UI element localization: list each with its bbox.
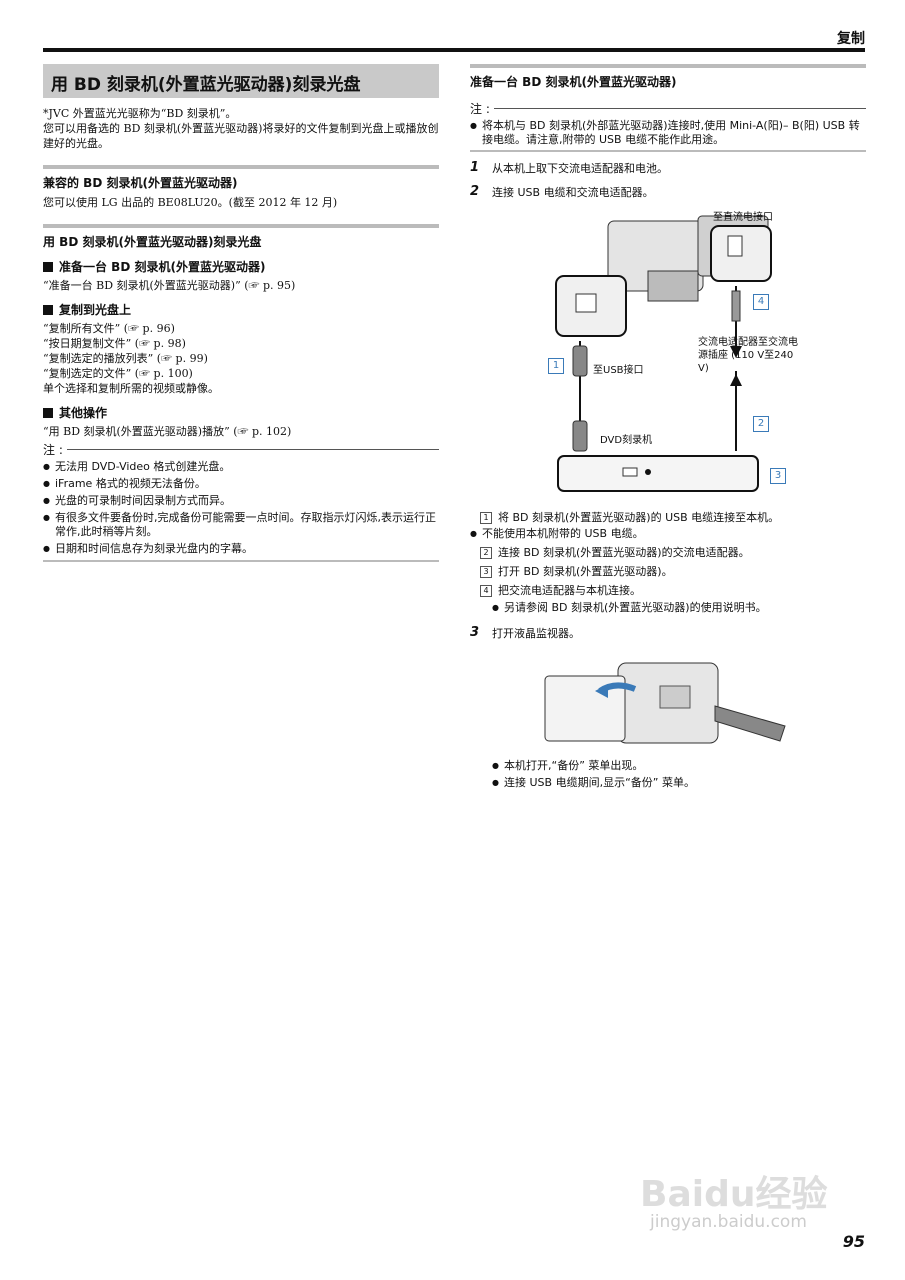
right-title: 准备一台 BD 刻录机(外置蓝光驱动器) [470, 64, 866, 94]
square-bullet-icon [43, 262, 53, 272]
list-item: 无法用 DVD-Video 格式创建光盘。 [43, 460, 439, 474]
page-number: 95 [842, 1232, 865, 1251]
callout-2: 2 [753, 416, 769, 432]
intro-line-1: *JVC 外置蓝光光驱称为“BD 刻录机”。 [43, 107, 237, 120]
diagram-illustration [555, 215, 772, 492]
list-item: 日期和时间信息存为刻录光盘内的字幕。 [43, 542, 439, 556]
dvd-writer-label: DVD刻录机 [600, 435, 653, 446]
right-note-list: 将本机与 BD 刻录机(外部蓝光驱动器)连接时,使用 Mini-A(阳)– B(… [470, 119, 866, 147]
other-subtitle: 其他操作 [43, 404, 439, 421]
intro-line-2: 您可以用备选的 BD 刻录机(外置蓝光驱动器)将录好的文件复制到光盘上或播放创建… [43, 122, 439, 150]
list-item: 光盘的可录制时间因录制方式而异。 [43, 494, 439, 508]
section-end-rule [43, 560, 439, 562]
usb-port-label: 至USB接口 [593, 365, 644, 376]
prep-ref-link[interactable]: “准备一台 BD 刻录机(外置蓝光驱动器)” (☞ p. 95) [43, 279, 296, 292]
copy-subtitle: 复制到光盘上 [43, 301, 439, 318]
list-item: 连接 USB 电缆期间,显示“备份” 菜单。 [492, 776, 866, 790]
list-item: 有很多文件要备份时,完成备份可能需要一点时间。存取指示灯闪烁,表示运行正常作,此… [43, 511, 439, 539]
copy-ref-link[interactable]: “复制选定的播放列表” (☞ p. 99) [43, 352, 208, 365]
square-bullet-icon [43, 305, 53, 315]
dc-port-label: 至直流电接口 [713, 212, 773, 223]
copy-ref-link[interactable]: “复制所有文件” (☞ p. 96) [43, 322, 175, 335]
notes-list: 无法用 DVD-Video 格式创建光盘。 iFrame 格式的视频无法备份。 … [43, 460, 439, 556]
copy-ref-link[interactable]: “按日期复制文件” (☞ p. 98) [43, 337, 186, 350]
callout-4: 4 [753, 294, 769, 310]
final-bullet-list: 本机打开,“备份” 菜单出现。 连接 USB 电缆期间,显示“备份” 菜单。 [492, 759, 866, 790]
left-column: 用 BD 刻录机(外置蓝光驱动器)刻录光盘 *JVC 外置蓝光光驱称为“BD 刻… [43, 64, 439, 562]
prep-subtitle: 准备一台 BD 刻录机(外置蓝光驱动器) [43, 258, 439, 275]
list-item: 将本机与 BD 刻录机(外部蓝光驱动器)连接时,使用 Mini-A(阳)– B(… [470, 119, 866, 147]
note-end-rule [470, 150, 866, 152]
ac-adapter-label: 交流电适配器至交流电源插座 (110 V至240 V) [698, 337, 798, 374]
watermark-url: jingyan.baidu.com [650, 1212, 807, 1232]
right-column: 准备一台 BD 刻录机(外置蓝光驱动器) 注 : 将本机与 BD 刻录机(外部蓝… [470, 64, 866, 793]
list-item: iFrame 格式的视频无法备份。 [43, 477, 439, 491]
list-item: 另请参阅 BD 刻录机(外置蓝光驱动器)的使用说明书。 [492, 601, 866, 615]
burn-title: 用 BD 刻录机(外置蓝光驱动器)刻录光盘 [43, 224, 439, 250]
header-rule [43, 48, 865, 52]
callout-3: 3 [770, 468, 786, 484]
camera-lcd-illustration [540, 651, 790, 751]
main-title: 用 BD 刻录机(外置蓝光驱动器)刻录光盘 [43, 64, 439, 98]
list-item: 不能使用本机附带的 USB 电缆。 [470, 527, 866, 541]
sub-note-list: 不能使用本机附带的 USB 电缆。 [470, 527, 866, 541]
other-ref-link[interactable]: “用 BD 刻录机(外置蓝光驱动器)播放” (☞ p. 102) [43, 425, 292, 438]
compat-title: 兼容的 BD 刻录机(外置蓝光驱动器) [43, 165, 439, 191]
connection-diagram: 至直流电接口 至USB接口 交流电适配器至交流电源插座 (110 V至240 V… [548, 206, 868, 506]
sub-bullet-list: 另请参阅 BD 刻录机(外置蓝光驱动器)的使用说明书。 [492, 601, 866, 615]
square-bullet-icon [43, 408, 53, 418]
watermark-logo: Baidu经验 [640, 1174, 828, 1215]
callout-1: 1 [548, 358, 564, 374]
header-section-title: 复制 [837, 31, 865, 47]
copy-ref-link[interactable]: “复制选定的文件” (☞ p. 100) [43, 367, 193, 380]
note-header: 注 : [470, 100, 866, 117]
compat-text: 您可以使用 LG 出品的 BE08LU20。(截至 2012 年 12 月) [43, 196, 338, 209]
list-item: 本机打开,“备份” 菜单出现。 [492, 759, 866, 773]
copy-text: 单个选择和复制所需的视频或静像。 [43, 382, 219, 395]
note-header: 注 : [43, 441, 439, 458]
